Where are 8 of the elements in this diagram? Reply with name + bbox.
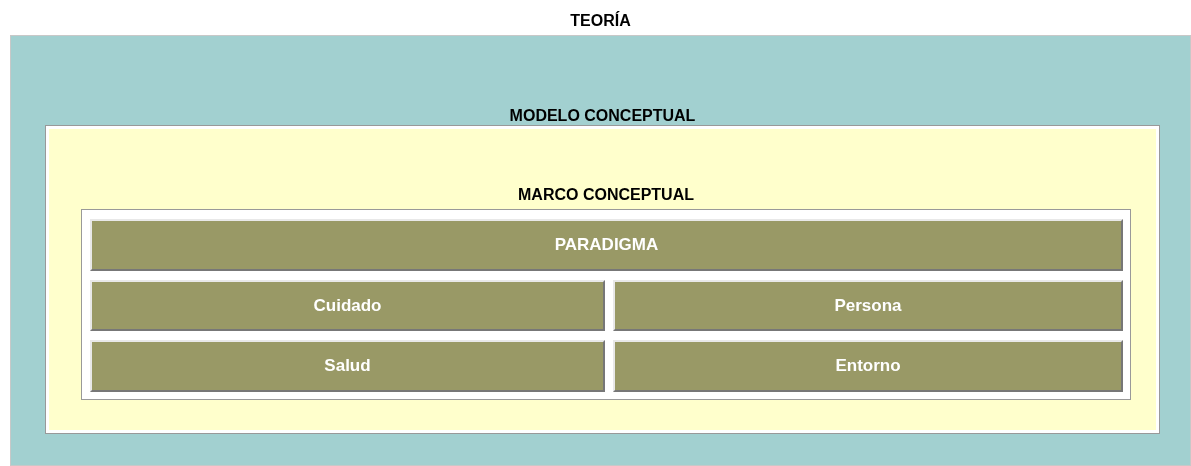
heading: MARCO CONCEPTUAL [517,186,695,204]
heading: TEORÍA [569,12,632,30]
concept-box: PARADIGMA [90,219,1123,271]
heading: MODELO CONCEPTUAL [508,107,697,125]
concept-box: Cuidado [90,280,605,331]
concept-box: Salud [90,340,605,392]
concept-box: Persona [613,280,1123,331]
concept-box: Entorno [613,340,1123,392]
